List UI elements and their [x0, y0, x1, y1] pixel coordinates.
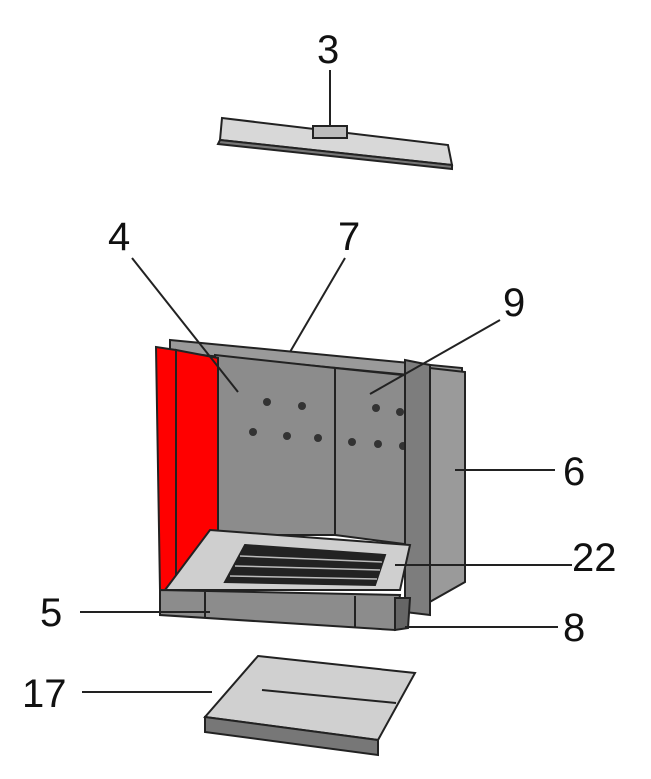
part-8-bottom-rail — [394, 597, 412, 632]
label-part-9: 9 — [503, 281, 525, 325]
label-part-4: 4 — [108, 215, 130, 259]
label-part-6: 6 — [563, 450, 585, 494]
part-5-front-bottom-brick — [159, 588, 402, 632]
label-part-8: 8 — [563, 606, 585, 650]
label-part-22: 22 — [572, 536, 617, 580]
label-part-3: 3 — [317, 28, 339, 72]
part-22-grate-floor — [163, 528, 412, 591]
leader-lines — [80, 70, 572, 693]
label-part-5: 5 — [40, 591, 62, 635]
part-3-baffle-plate — [216, 116, 454, 171]
label-part-7: 7 — [338, 215, 360, 259]
part-4-back-panel-left — [214, 353, 336, 536]
part-17-ash-pan — [203, 654, 417, 757]
label-part-17: 17 — [22, 672, 67, 716]
part-6-right-side-panel — [404, 358, 466, 617]
part-9-back-panel-right — [334, 366, 413, 547]
